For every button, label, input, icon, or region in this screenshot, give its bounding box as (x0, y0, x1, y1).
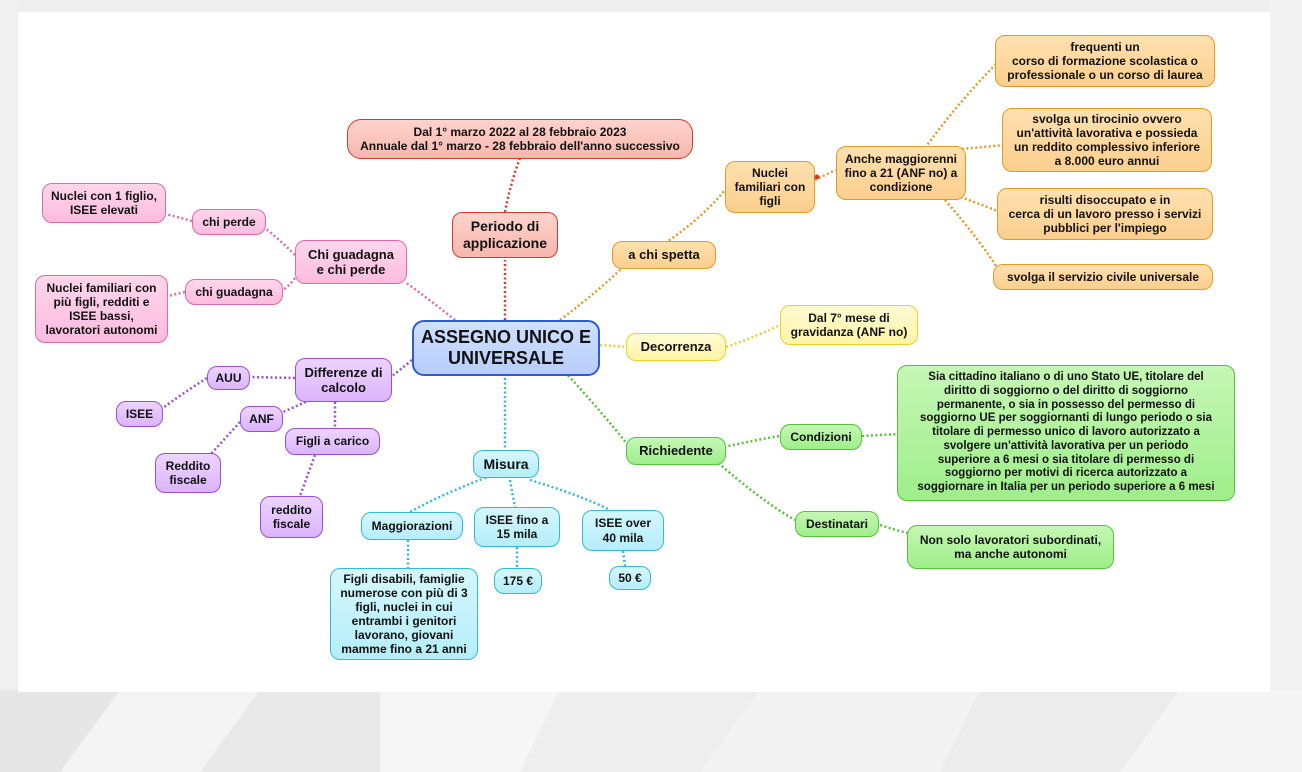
condition-tirocinio[interactable]: svolga un tirocinio ovvero un'attività l… (1002, 108, 1212, 172)
connector-dot (814, 174, 820, 180)
chi-guadagna-node[interactable]: chi guadagna (185, 279, 283, 305)
maggiorenni-node[interactable]: Anche maggiorenni fino a 21 (ANF no) a c… (836, 146, 966, 200)
periodo-node[interactable]: Periodo di applicazione (452, 212, 558, 258)
nuclei-familiari-node[interactable]: Nuclei familiari con figli (725, 161, 815, 213)
richiedente-node[interactable]: Richiedente (626, 437, 726, 465)
condition-disoccupato[interactable]: risulti disoccupato e in cerca di un lav… (997, 188, 1213, 240)
anf-node[interactable]: ANF (240, 406, 283, 432)
chi-spetta-node[interactable]: a chi spetta (612, 241, 716, 269)
auu-node[interactable]: AUU (207, 366, 250, 390)
maggiorazioni-text[interactable]: Figli disabili, famiglie numerose con pi… (330, 568, 478, 660)
reddito-fiscale-node[interactable]: Reddito fiscale (155, 453, 221, 493)
center-topic[interactable]: ASSEGNO UNICO E UNIVERSALE (412, 320, 600, 376)
chi-guadagna-text[interactable]: Nuclei familiari con più figli, redditi … (35, 275, 168, 343)
figli-carico-node[interactable]: Figli a carico (285, 428, 380, 455)
differenze-node[interactable]: Differenze di calcolo (295, 358, 392, 402)
chi-guadagna-perde-node[interactable]: Chi guadagna e chi perde (295, 240, 407, 284)
condition-frequenti[interactable]: frequenti un corso di formazione scolast… (995, 35, 1215, 87)
decorrenza-node[interactable]: Decorrenza (626, 333, 726, 361)
isee-40-node[interactable]: ISEE over 40 mila (582, 510, 664, 551)
isee-node[interactable]: ISEE (116, 401, 163, 427)
decorrenza-detail[interactable]: Dal 7° mese di gravidanza (ANF no) (780, 305, 918, 345)
isee-15-value[interactable]: 175 € (494, 568, 542, 594)
isee-15-node[interactable]: ISEE fino a 15 mila (474, 507, 560, 547)
chi-perde-text[interactable]: Nuclei con 1 figlio, ISEE elevati (42, 183, 166, 223)
periodo-detail[interactable]: Dal 1° marzo 2022 al 28 febbraio 2023 An… (347, 119, 693, 159)
condizioni-node[interactable]: Condizioni (780, 424, 862, 450)
condition-servizio-civile[interactable]: svolga il servizio civile universale (993, 264, 1213, 290)
destinatari-text[interactable]: Non solo lavoratori subordinati, ma anch… (907, 525, 1114, 569)
misura-node[interactable]: Misura (473, 450, 539, 478)
chi-perde-node[interactable]: chi perde (192, 209, 266, 235)
maggiorazioni-node[interactable]: Maggiorazioni (361, 512, 463, 540)
condizioni-text[interactable]: Sia cittadino italiano o di uno Stato UE… (897, 365, 1235, 501)
isee-40-value[interactable]: 50 € (609, 566, 651, 590)
reddito-fiscale-2-node[interactable]: reddito fiscale (260, 496, 323, 538)
destinatari-node[interactable]: Destinatari (795, 511, 879, 537)
